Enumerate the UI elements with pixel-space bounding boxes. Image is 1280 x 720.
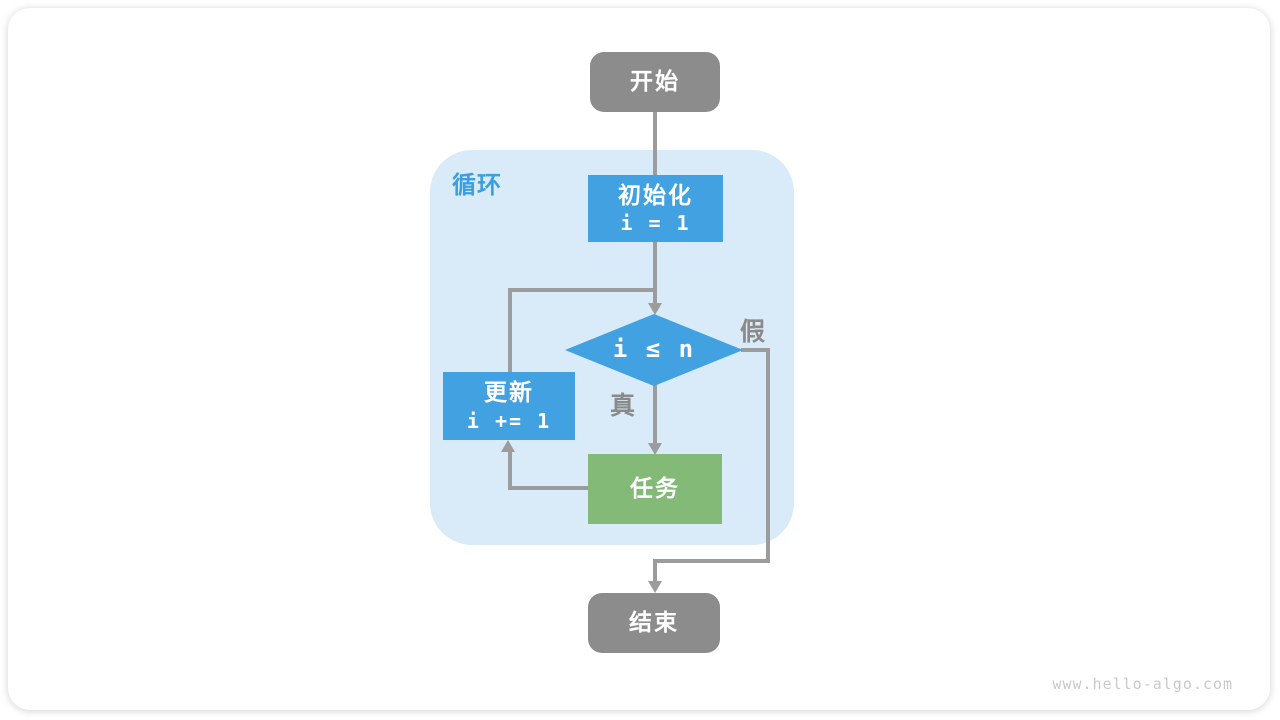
- connector-task-update-vertical: [508, 452, 512, 490]
- arrowhead-into-cond-icon: [648, 303, 662, 315]
- node-initialize: 初始化 i = 1: [588, 175, 723, 242]
- node-update-label: 更新: [484, 379, 534, 406]
- node-end-label: 结束: [629, 609, 679, 636]
- node-condition-label: i ≤ n: [612, 335, 696, 364]
- arrowhead-into-end-icon: [648, 581, 662, 593]
- node-task: 任务: [588, 454, 722, 524]
- node-task-label: 任务: [630, 475, 680, 502]
- node-initialize-code: i = 1: [620, 211, 691, 236]
- loop-region-label: 循环: [452, 172, 502, 199]
- connector-update-merge-horizontal: [508, 288, 657, 292]
- edge-label-false: 假: [740, 318, 766, 346]
- watermark-url: www.hello-algo.com: [1052, 675, 1233, 693]
- connector-start-init: [653, 111, 657, 175]
- node-end: 结束: [588, 593, 720, 653]
- node-update: 更新 i += 1: [443, 372, 575, 440]
- node-update-code: i += 1: [466, 408, 552, 433]
- connector-false-branch-top: [741, 348, 770, 352]
- edge-label-true: 真: [610, 392, 636, 420]
- node-initialize-label: 初始化: [618, 181, 693, 208]
- connector-init-cond: [653, 241, 657, 303]
- arrowhead-into-update-icon: [501, 440, 515, 452]
- node-start: 开始: [590, 52, 720, 112]
- node-start-label: 开始: [630, 68, 680, 95]
- connector-cond-task: [653, 384, 657, 443]
- connector-task-update-horizontal: [508, 486, 590, 490]
- connector-update-merge-vertical: [508, 288, 512, 373]
- connector-false-branch-bottom: [653, 559, 770, 563]
- arrowhead-into-task-icon: [648, 443, 662, 455]
- connector-false-branch-right: [766, 348, 770, 563]
- connector-into-end: [653, 559, 657, 581]
